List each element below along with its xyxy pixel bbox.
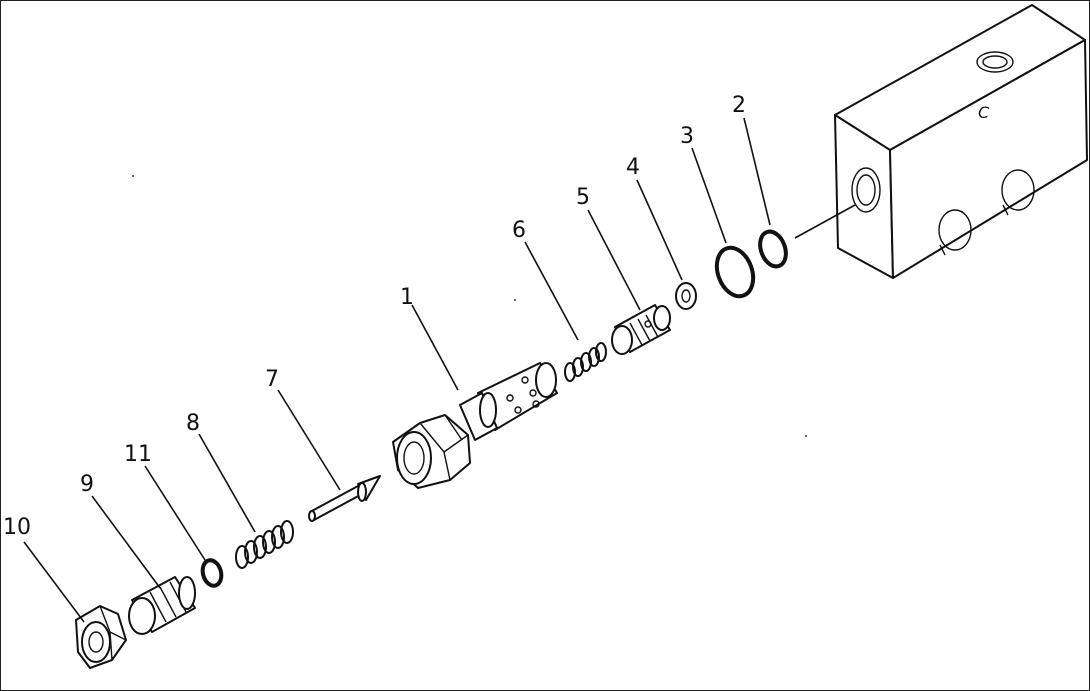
part-11-o-ring [200,558,224,588]
part-2-o-ring [758,229,788,269]
leader-lines [23,117,771,623]
callout-5: 5 [576,185,590,210]
part-10-lock-nut [75,605,127,669]
callout-8: 8 [186,411,200,436]
callout-11: 11 [124,442,152,467]
part-1-cartridge [392,362,558,489]
callout-3: 3 [680,124,694,149]
part-4-washer [675,282,697,310]
callout-4: 4 [626,155,640,180]
callout-1: 1 [400,285,414,310]
callout-6: 6 [512,218,526,243]
callout-7: 7 [265,367,279,392]
callout-labels: 1 2 3 4 5 6 7 8 9 10 11 [3,93,746,540]
part-7-poppet-pin [308,475,381,522]
callout-10: 10 [3,515,31,540]
valve-body-block: C [834,4,1088,279]
part-8-spring [235,520,294,569]
part-6-spring [564,342,607,382]
callout-2: 2 [732,93,746,118]
part-9-adjusting-screw [128,576,196,635]
part-5-piston [611,304,671,355]
callout-9: 9 [80,472,94,497]
block-marking: C [978,103,990,122]
part-3-o-ring [714,245,756,299]
